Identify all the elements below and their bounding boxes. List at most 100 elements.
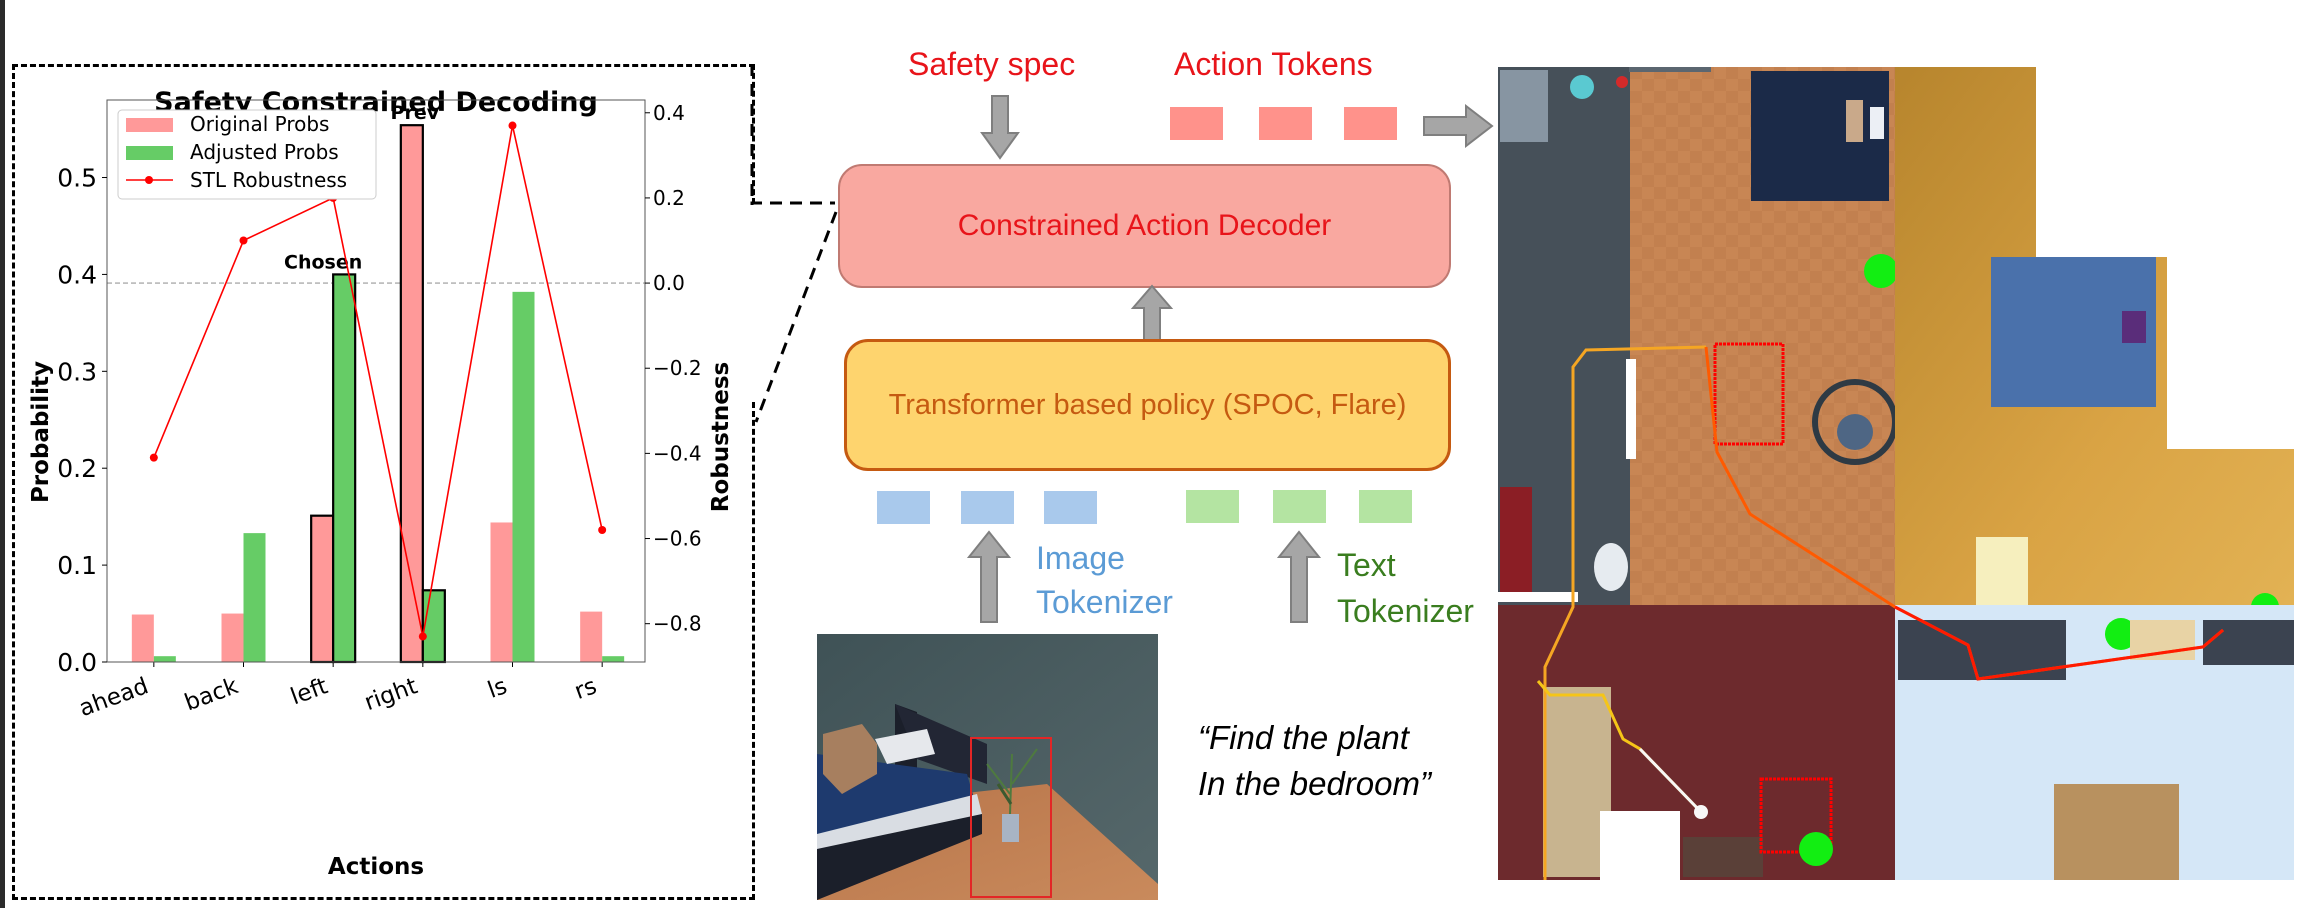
y2-tick-label: −0.6 <box>653 527 702 551</box>
chart-frame-right-bottom <box>752 402 755 900</box>
y-tick-label: 0.3 <box>57 357 97 386</box>
legend-swatch-robustness-dot <box>145 176 153 184</box>
instruction-text: “Find the plant In the bedroom” <box>1198 715 1431 807</box>
legend-label: STL Robustness <box>190 168 347 192</box>
plant-bounding-box <box>970 737 1052 898</box>
toilet <box>1594 543 1628 591</box>
kitchen-table <box>1543 687 1611 877</box>
plant-marker-4 <box>2105 618 2137 650</box>
trajectory-segment-4 <box>1894 605 2224 681</box>
y2-tick-label: 0.0 <box>653 271 685 295</box>
image-token <box>877 491 930 524</box>
robustness-point-ls <box>508 121 517 130</box>
y2-tick-label: 0.2 <box>653 186 685 210</box>
bath-mat <box>1570 75 1594 99</box>
image-tokenizer-arrow <box>966 530 1012 623</box>
x-tick-label: rs <box>571 673 600 705</box>
safety-spec-label: Safety spec <box>908 46 1076 82</box>
plot-frame <box>106 99 646 663</box>
y-tick-label: 0.5 <box>57 164 97 193</box>
y-axis-label: Probability <box>28 361 54 503</box>
output-right-arrow <box>1423 104 1494 148</box>
action-tokens-label: Action Tokens <box>1174 46 1373 82</box>
box <box>823 724 877 794</box>
floor <box>817 784 1158 900</box>
instruction-line1: “Find the plant <box>1198 719 1409 756</box>
y2-tick-label: −0.4 <box>653 441 702 465</box>
bar-original-ls <box>490 522 513 662</box>
bar-adjusted-rs <box>602 656 625 662</box>
bar-original-rs <box>580 611 603 662</box>
trajectory-segment-1 <box>1543 345 1707 880</box>
y2-axis-label: Robustness <box>708 362 734 512</box>
bar-adjusted-left <box>332 273 357 664</box>
image-tokenizer-line2: Tokenizer <box>1036 584 1173 620</box>
annotation-prev: Prev <box>391 102 440 124</box>
text-tokenizer-label: Text Tokenizer <box>1337 542 1474 634</box>
action-token <box>1344 107 1397 140</box>
robustness-point-right <box>418 632 427 641</box>
legend-box <box>117 109 377 200</box>
plant-marker-3 <box>1799 832 1833 866</box>
image-token <box>961 491 1014 524</box>
legend-label: Original Probs <box>190 112 329 136</box>
connector-diagonal <box>754 211 838 423</box>
y2-tick-label: −0.8 <box>653 612 702 636</box>
robustness-line <box>153 125 603 637</box>
desk-bed-dark <box>1751 71 1889 201</box>
text-tokenizer-arrow <box>1276 530 1322 623</box>
unsafe-zone-1 <box>1713 342 1785 446</box>
y-tick-label: 0.1 <box>57 551 97 580</box>
bar-adjusted-back <box>243 533 266 662</box>
legend-label: Adjusted Probs <box>190 140 339 164</box>
bar-adjusted-ls <box>512 291 535 662</box>
policy-label: Transformer based policy (SPOC, Flare) <box>888 388 1407 421</box>
legend-swatch-original <box>126 118 173 132</box>
robustness-point-ahead <box>149 453 158 462</box>
top-down-map <box>1498 67 2294 880</box>
x-tick-label: ls <box>484 673 510 704</box>
text-token <box>1273 490 1326 523</box>
pillow <box>875 729 935 764</box>
dining-table <box>2054 784 2179 880</box>
door <box>1626 359 1636 459</box>
connector-horizontal <box>750 201 835 205</box>
left-edge-bar <box>0 0 5 908</box>
text-token <box>1186 490 1239 523</box>
bar-adjusted-right <box>421 589 446 664</box>
action-token <box>1170 107 1223 140</box>
legend-swatch-adjusted <box>126 146 173 160</box>
safety-spec-down-arrow <box>980 95 1020 160</box>
unsafe-zone-2 <box>1759 777 1833 854</box>
image-token <box>1044 491 1097 524</box>
image-tokenizer-line1: Image <box>1036 540 1125 576</box>
robustness-point-rs <box>598 526 607 535</box>
connector-vertical <box>750 64 754 205</box>
x-tick-label: left <box>287 673 331 710</box>
text-tokenizer-line2: Tokenizer <box>1337 593 1474 629</box>
egocentric-camera-view <box>817 634 1158 900</box>
text-token <box>1359 490 1412 523</box>
x-tick-label: back <box>181 673 242 716</box>
bar-original-ahead <box>131 614 154 662</box>
image-tokenizer-label: Image Tokenizer <box>1036 536 1173 624</box>
action-token <box>1259 107 1312 140</box>
y-tick-label: 0.4 <box>57 260 97 289</box>
y-tick-label: 0.2 <box>57 454 97 483</box>
plant-pot <box>1002 814 1019 842</box>
text-tokenizer-line1: Text <box>1337 547 1396 583</box>
y2-tick-label: −0.2 <box>653 356 702 380</box>
bar-original-left <box>310 514 335 664</box>
x-tick-label: right <box>361 673 421 716</box>
instruction-line2: In the bedroom” <box>1198 765 1431 802</box>
bar-original-back <box>221 613 244 662</box>
plant-marker-1 <box>1864 254 1898 288</box>
cabinet <box>1500 487 1532 597</box>
trajectory-end <box>1694 805 1708 819</box>
y-tick-label: 0.0 <box>57 648 97 677</box>
annotation-chosen: Chosen <box>284 251 362 273</box>
x-axis-label: Actions <box>328 854 424 880</box>
constrained-action-decoder-box: Constrained Action Decoder <box>838 164 1451 288</box>
